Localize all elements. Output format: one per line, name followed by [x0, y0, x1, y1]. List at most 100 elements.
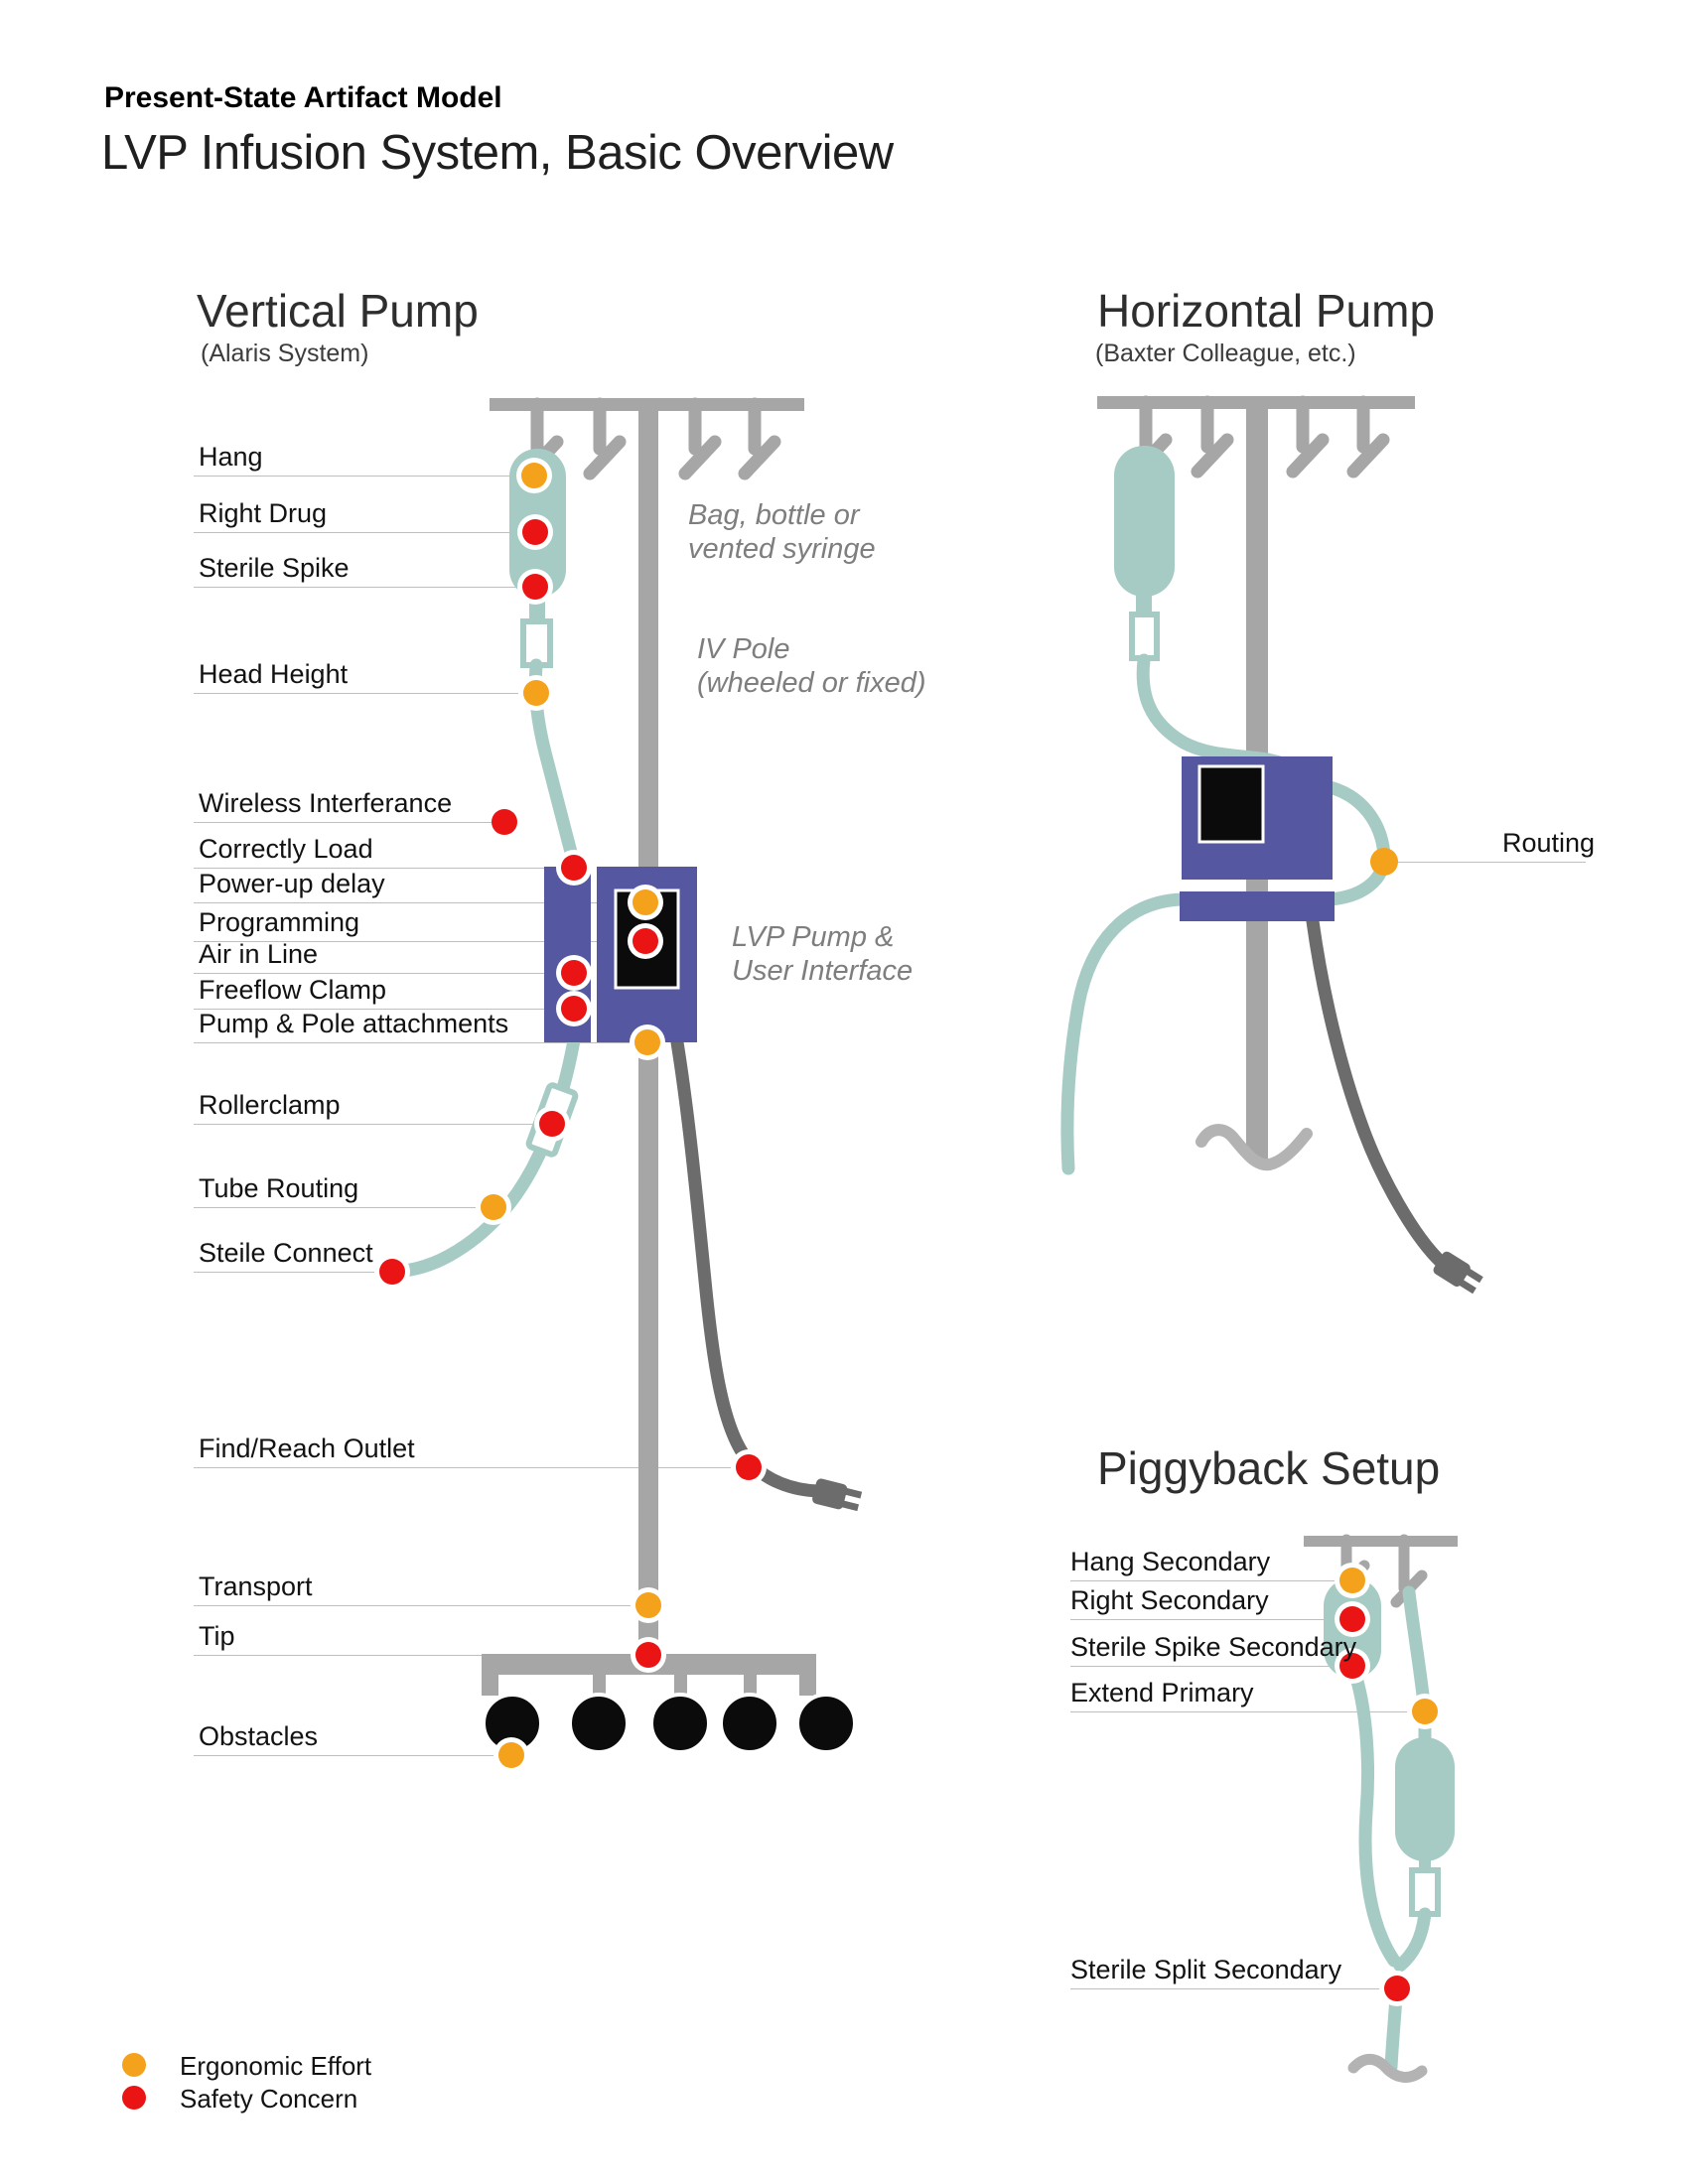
- label-hang-secondary: Hang Secondary: [1070, 1547, 1271, 1576]
- page-title: LVP Infusion System, Basic Overview: [101, 126, 894, 180]
- legend-safety-dot: [122, 2086, 146, 2110]
- legend-safety-label: Safety Concern: [180, 2084, 358, 2114]
- label-wireless: Wireless Interferance: [199, 788, 453, 818]
- combined-tube: [1384, 1990, 1403, 2074]
- leader-line-power-up: [194, 902, 645, 903]
- leader-line-air-in-line: [194, 973, 574, 974]
- bag-neck: [1136, 591, 1152, 616]
- correctly-load-status-dot: [556, 850, 592, 886]
- power-cord: [1306, 914, 1449, 1270]
- label-obstacles: Obstacles: [199, 1721, 319, 1751]
- label-pump-pole: Pump & Pole attachments: [199, 1009, 509, 1038]
- label-extend-primary: Extend Primary: [1070, 1678, 1254, 1707]
- leader-line-routing: [1384, 862, 1586, 863]
- note-lvp-pump: LVP Pump & User Interface: [732, 921, 914, 987]
- power-up-status-dot: [628, 885, 663, 920]
- label-right-secondary: Right Secondary: [1070, 1585, 1269, 1615]
- leader-line-extend-primary: [1070, 1711, 1425, 1712]
- right-drug-status-dot: [517, 514, 553, 550]
- label-programming: Programming: [199, 907, 360, 937]
- secondary-tube: [1349, 1671, 1401, 1968]
- wheels-icon: [482, 1693, 857, 1754]
- leader-line-programming: [194, 941, 645, 942]
- steile-connect-status-dot: [374, 1254, 410, 1290]
- pole-crossbar: [1304, 1536, 1458, 1547]
- tube-lower: [388, 1033, 581, 1279]
- leader-line-head-height: [194, 693, 536, 694]
- sterile-split-secondary-status-dot: [1379, 1971, 1415, 2006]
- primary-tube-upper: [1402, 1585, 1431, 1710]
- label-transport: Transport: [199, 1571, 313, 1601]
- right-secondary-status-dot: [1335, 1601, 1370, 1637]
- label-head-height: Head Height: [199, 659, 349, 689]
- tube-routing-status-dot: [476, 1189, 511, 1225]
- legend-ergonomic-label: Ergonomic Effort: [180, 2051, 372, 2081]
- label-right-drug: Right Drug: [199, 498, 328, 528]
- label-rollerclamp: Rollerclamp: [199, 1090, 341, 1120]
- pole-crossbar: [1097, 396, 1415, 409]
- sterile-spike-secondary-status-dot: [1335, 1648, 1370, 1684]
- pump-clamp-bar: [1180, 891, 1335, 921]
- power-plug-icon: [812, 1478, 863, 1512]
- horizontal-pump-subtitle: (Baxter Colleague, etc.): [1095, 340, 1356, 367]
- label-routing: Routing: [1502, 828, 1596, 858]
- legend-ergonomic-dot: [122, 2053, 146, 2077]
- drip-chamber: [520, 618, 553, 668]
- label-sterile-spike: Sterile Spike: [199, 553, 350, 583]
- leader-line-wireless: [194, 822, 504, 823]
- tube-loop: [1060, 779, 1391, 1175]
- leader-line-correctly-load: [194, 868, 574, 869]
- primary-tube-lower: [1393, 1907, 1432, 1973]
- transport-status-dot: [631, 1587, 666, 1623]
- leader-line-find-reach: [194, 1467, 749, 1468]
- tube-end-squiggle-icon: [1347, 2053, 1428, 2083]
- note-bag: Bag, bottle or vented syringe: [688, 499, 876, 565]
- leader-line-sterile-spike-secondary: [1070, 1666, 1352, 1667]
- drip-chamber: [1409, 1867, 1441, 1917]
- leader-line-freeflow: [194, 1009, 574, 1010]
- horizontal-pump-title: Horizontal Pump: [1097, 285, 1436, 337]
- label-hang: Hang: [199, 442, 263, 472]
- vertical-pump-subtitle: (Alaris System): [201, 340, 369, 367]
- label-sterile-split-secondary: Sterile Split Secondary: [1070, 1955, 1342, 1984]
- label-tube-routing: Tube Routing: [199, 1173, 359, 1203]
- obstacles-status-dot: [493, 1737, 529, 1773]
- leader-line-obstacles: [194, 1755, 511, 1756]
- pole-foot-hook-icon: [1196, 1124, 1313, 1171]
- pump-pole-status-dot: [630, 1024, 665, 1060]
- label-air-in-line: Air in Line: [199, 939, 319, 969]
- pole-crossbar: [490, 398, 804, 411]
- leader-line-sterile-spike: [194, 587, 535, 588]
- pump-screen: [1197, 764, 1265, 844]
- head-height-status-dot: [518, 675, 554, 711]
- primary-bag: [1395, 1737, 1455, 1861]
- freeflow-status-dot: [556, 991, 592, 1026]
- vertical-pump-diagram: [374, 397, 863, 1773]
- leader-line-rollerclamp: [194, 1124, 552, 1125]
- rollerclamp-status-dot: [534, 1106, 570, 1142]
- horizontal-pump-diagram: [1060, 395, 1483, 1295]
- label-tip: Tip: [199, 1621, 235, 1651]
- extend-primary-status-dot: [1407, 1694, 1443, 1729]
- power-cord: [670, 1035, 825, 1498]
- piggyback-title: Piggyback Setup: [1097, 1442, 1441, 1494]
- find-reach-status-dot: [731, 1449, 767, 1485]
- tube-inlet: [1136, 653, 1303, 776]
- hang-status-dot: [516, 458, 552, 493]
- wireless-status-dot: [492, 809, 517, 835]
- programming-status-dot: [628, 923, 663, 959]
- label-freeflow: Freeflow Clamp: [199, 975, 387, 1005]
- label-find-reach: Find/Reach Outlet: [199, 1433, 415, 1463]
- hang-secondary-status-dot: [1335, 1563, 1370, 1598]
- leader-line-tip: [194, 1655, 648, 1656]
- piggyback-diagram: [1304, 1534, 1458, 2083]
- vertical-pump-title: Vertical Pump: [197, 285, 479, 337]
- tip-status-dot: [631, 1637, 666, 1673]
- label-sterile-spike-secondary: Sterile Spike Secondary: [1070, 1632, 1357, 1662]
- leader-line-right-secondary: [1070, 1619, 1352, 1620]
- leader-line-pump-pole: [194, 1042, 647, 1043]
- iv-bag: [1114, 446, 1175, 597]
- leader-line-steile-connect: [194, 1272, 392, 1273]
- power-plug-icon: [1433, 1251, 1483, 1295]
